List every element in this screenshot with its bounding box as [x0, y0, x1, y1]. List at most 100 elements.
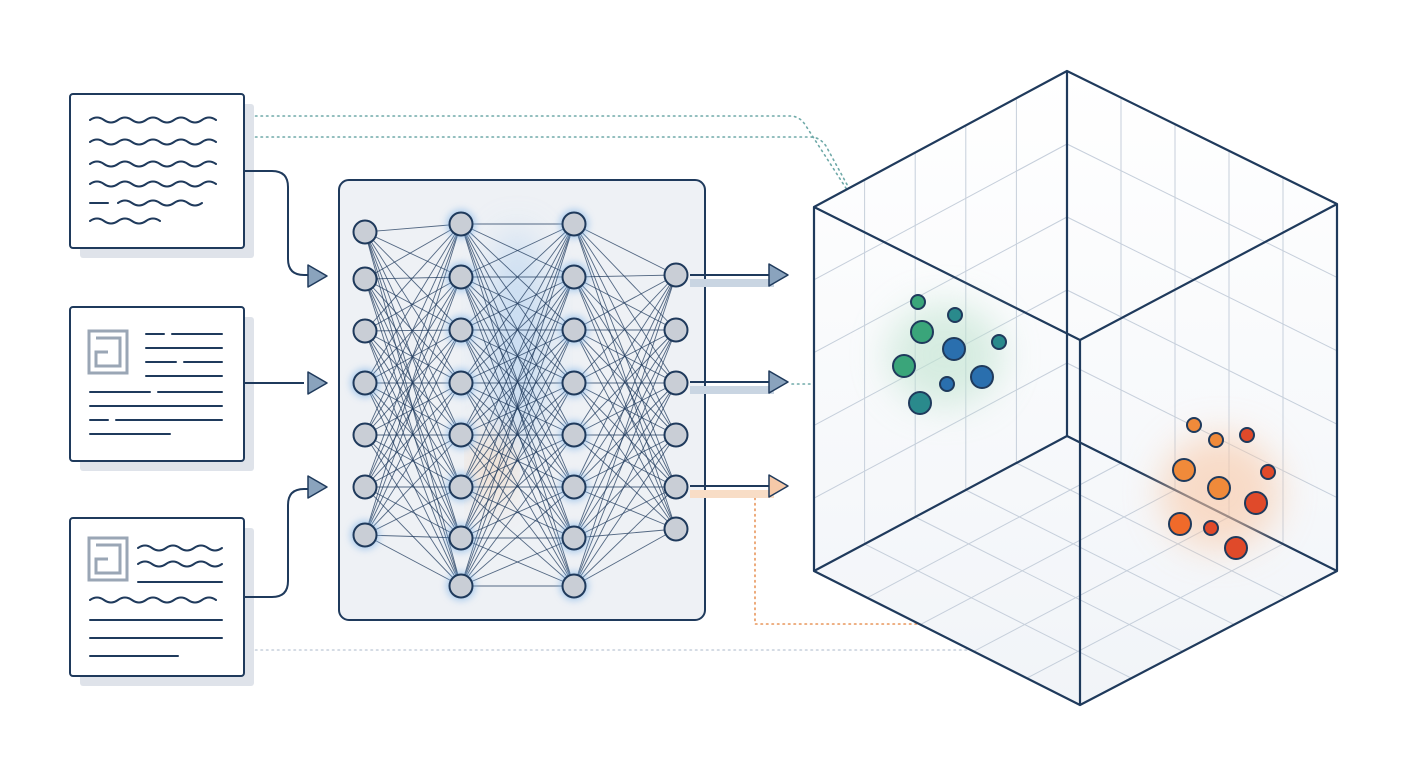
- network-edge: [364, 278, 462, 384]
- dotted-guide: [249, 115, 919, 301]
- network-edge: [364, 223, 462, 536]
- wavy-text-icon: [89, 116, 217, 225]
- network-edge: [364, 223, 462, 436]
- network-edge: [573, 274, 677, 331]
- cluster-point: [1244, 491, 1268, 515]
- network-edge: [460, 486, 575, 587]
- network-node: [447, 369, 475, 397]
- network-node: [560, 572, 588, 600]
- network-edge: [573, 223, 677, 331]
- network-edge: [573, 486, 677, 587]
- green-blue-cluster: [892, 294, 1007, 415]
- network-node: [560, 316, 588, 344]
- network-edge: [364, 486, 462, 539]
- network-edge: [573, 329, 677, 587]
- network-edge: [460, 223, 575, 331]
- network-edge: [364, 223, 462, 488]
- network-node: [447, 572, 475, 600]
- network-edge: [573, 276, 677, 331]
- network-edge: [460, 276, 575, 587]
- network-edge: [573, 274, 677, 587]
- network-node: [560, 473, 588, 501]
- cluster-point: [1186, 417, 1202, 433]
- network-node: [560, 421, 588, 449]
- cluster-point: [908, 391, 932, 415]
- grid-line: [813, 362, 1068, 499]
- network-node: [352, 474, 378, 500]
- network-node: [663, 422, 689, 448]
- cluster-point: [1203, 520, 1219, 536]
- network-edge: [460, 223, 575, 587]
- network-edge: [460, 486, 575, 539]
- network-edge: [573, 486, 677, 539]
- cluster-point: [910, 294, 926, 310]
- input-arrowheads: [307, 264, 328, 499]
- network-edge: [364, 486, 462, 536]
- network-node: [663, 262, 689, 288]
- cluster-point: [939, 376, 955, 392]
- network-edge: [573, 274, 677, 539]
- network-edge: [364, 276, 462, 488]
- cluster-point: [1239, 427, 1255, 443]
- network-node: [663, 317, 689, 343]
- network-edge: [573, 274, 677, 488]
- network-node: [351, 521, 379, 549]
- network-edge: [460, 382, 575, 488]
- grid-line: [920, 489, 1176, 626]
- network-edge: [460, 382, 575, 539]
- cluster-point: [991, 334, 1007, 350]
- cluster-point: [947, 307, 963, 323]
- network-edge: [573, 382, 677, 539]
- network-edge: [364, 276, 462, 536]
- logo-wavy-icon: [87, 536, 223, 657]
- logo-lines-icon: [87, 329, 223, 435]
- network-edge: [364, 231, 462, 436]
- network-edge: [460, 434, 575, 587]
- network-edge: [460, 223, 575, 384]
- input-connectors: [244, 170, 308, 598]
- network-edge: [364, 434, 462, 488]
- cluster-point: [1207, 476, 1231, 500]
- grid-line: [864, 543, 1132, 679]
- network-node: [663, 516, 689, 542]
- network-edge: [573, 274, 677, 436]
- network-node: [447, 473, 475, 501]
- network-edge: [364, 434, 462, 536]
- network-edge: [364, 231, 462, 278]
- network-edge: [573, 528, 677, 587]
- network-edge: [573, 528, 677, 539]
- grid-line: [813, 216, 1068, 354]
- grid-line: [914, 516, 1184, 652]
- network-edge: [573, 434, 677, 539]
- network-edge: [364, 534, 462, 587]
- output-arrowhead-highlight: [768, 474, 789, 498]
- network-edge: [460, 223, 575, 539]
- network-node: [352, 266, 378, 292]
- cluster-point: [910, 320, 934, 344]
- mixed-document: [69, 517, 254, 686]
- output-arrows: [690, 263, 789, 498]
- input-documents: [69, 93, 254, 686]
- network-edge: [364, 382, 462, 536]
- network-edge: [364, 223, 462, 233]
- output-arrowhead: [768, 370, 789, 394]
- grid-line: [965, 489, 1235, 626]
- network-edge: [460, 537, 575, 587]
- network-edge: [364, 223, 462, 332]
- network-node: [447, 210, 475, 238]
- network-edge: [460, 223, 575, 488]
- grid-line: [813, 143, 1068, 281]
- network-edge: [460, 223, 575, 436]
- output-arrowhead: [768, 263, 789, 287]
- network-edge: [460, 329, 575, 539]
- cluster-point: [1208, 432, 1224, 448]
- grid-line: [866, 462, 1122, 599]
- grid-line: [1066, 362, 1338, 499]
- network-edge: [364, 231, 462, 331]
- grid-line: [1026, 543, 1284, 679]
- network-node: [447, 421, 475, 449]
- network-edge: [460, 434, 575, 539]
- orange-red-cluster: [1168, 417, 1276, 560]
- network-node: [560, 210, 588, 238]
